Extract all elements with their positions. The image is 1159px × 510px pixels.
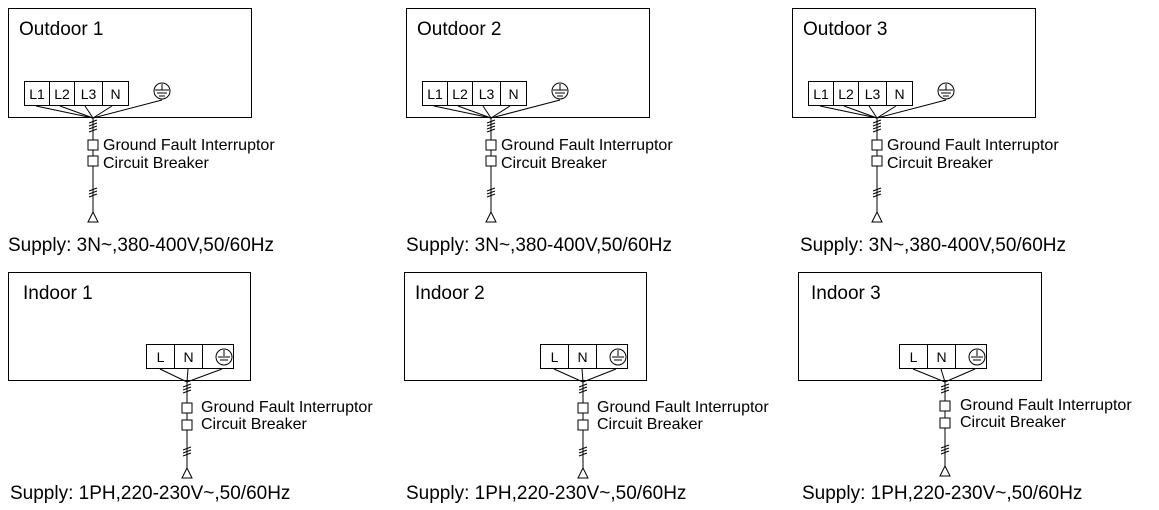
terminal-label: N: [508, 85, 519, 102]
terminal-block: L1 L2 L3 N: [24, 81, 129, 106]
breaker-box: [871, 155, 883, 167]
supply-label: Supply: 3N~,380-400V,50/60Hz: [8, 235, 275, 256]
terminal-label: L1: [423, 82, 448, 105]
terminal-label: L2: [834, 82, 859, 105]
ground-symbol-icon: [551, 82, 569, 100]
terminal-block: L1 L2 L3 N: [808, 81, 913, 106]
unit-title: Outdoor 1: [19, 19, 104, 40]
indoor-wiring-2: [553, 348, 627, 479]
gfi-label: Ground Fault Interruptor: [597, 399, 769, 416]
supply-arrow-icon: [181, 466, 193, 479]
gfi-box: [87, 139, 99, 151]
breaker-label: Circuit Breaker: [887, 155, 993, 172]
terminal-label: N: [110, 85, 121, 102]
cable-fan-in: [553, 368, 617, 383]
breaker-label: Circuit Breaker: [501, 155, 607, 172]
terminal-block: L N: [899, 344, 987, 369]
terminal-label: L3: [75, 82, 103, 105]
indoor-wiring-3: [912, 348, 986, 477]
unit-title: Indoor 1: [23, 283, 93, 304]
supply-arrow-icon: [87, 210, 99, 223]
terminal-label: L: [541, 345, 569, 368]
ground-symbol-icon: [968, 348, 986, 366]
supply-arrow-icon: [939, 464, 951, 477]
cable-fan-in: [159, 368, 223, 383]
gfi-label: Ground Fault Interruptor: [103, 137, 275, 154]
terminal-label: N: [175, 345, 203, 368]
indoor-unit-2: Indoor 2 L N: [404, 272, 647, 381]
supply-label: Supply: 1PH,220-230V~,50/60Hz: [802, 483, 1083, 504]
outdoor-wiring-3: [819, 82, 955, 223]
supply-arrow-icon: [485, 210, 497, 223]
supply-arrow-icon: [577, 466, 589, 479]
breaker-label: Circuit Breaker: [597, 416, 703, 433]
cable-fan-in: [819, 99, 947, 119]
breaker-label: Circuit Breaker: [960, 414, 1066, 431]
terminal-label: L1: [25, 82, 50, 105]
cable-fan-in: [912, 368, 976, 383]
ground-symbol-icon: [609, 348, 627, 366]
unit-title: Outdoor 3: [803, 19, 888, 40]
terminal-block: L1 L2 L3 N: [422, 81, 527, 106]
cable-fan-in: [35, 99, 163, 119]
outdoor-unit-3: Outdoor 3 L1 L2 L3 N: [792, 8, 1036, 118]
terminal-label: L3: [859, 82, 887, 105]
terminal-label: L: [900, 345, 928, 368]
indoor-unit-3: Indoor 3 L N: [798, 272, 1042, 381]
gfi-box: [871, 139, 883, 151]
ground-symbol-icon: [215, 348, 233, 366]
gfi-box: [485, 139, 497, 151]
breaker-box: [485, 155, 497, 167]
terminal-label: N: [894, 85, 905, 102]
supply-arrow-icon: [871, 210, 883, 223]
breaker-box: [181, 419, 193, 431]
indoor-wiring-1: [159, 348, 233, 479]
outdoor-wiring-1: [35, 82, 171, 223]
supply-label: Supply: 1PH,220-230V~,50/60Hz: [10, 483, 291, 504]
outdoor-unit-2: Outdoor 2 L1 L2 L3 N: [406, 8, 650, 118]
breaker-box: [577, 419, 589, 431]
gfi-box: [577, 402, 589, 414]
supply-label: Supply: 3N~,380-400V,50/60Hz: [406, 235, 673, 256]
breaker-label: Circuit Breaker: [103, 155, 209, 172]
gfi-box: [181, 402, 193, 414]
outdoor-wiring-2: [433, 82, 569, 223]
gfi-label: Ground Fault Interruptor: [887, 137, 1059, 154]
unit-title: Outdoor 2: [417, 19, 502, 40]
supply-label: Supply: 3N~,380-400V,50/60Hz: [800, 235, 1067, 256]
terminal-label: L: [147, 345, 175, 368]
indoor-unit-1: Indoor 1 L N: [8, 272, 251, 381]
breaker-box: [87, 155, 99, 167]
terminal-label: L1: [809, 82, 834, 105]
supply-label: Supply: 1PH,220-230V~,50/60Hz: [406, 483, 687, 504]
breaker-box: [939, 417, 951, 429]
gfi-label: Ground Fault Interruptor: [501, 137, 673, 154]
gfi-box: [939, 400, 951, 412]
gfi-label: Ground Fault Interruptor: [201, 399, 373, 416]
gfi-label: Ground Fault Interruptor: [960, 397, 1132, 414]
terminal-label: N: [928, 345, 956, 368]
terminal-label: N: [569, 345, 597, 368]
unit-title: Indoor 2: [415, 283, 485, 304]
ground-symbol-icon: [153, 82, 171, 100]
ground-symbol-icon: [937, 82, 955, 100]
outdoor-unit-1: Outdoor 1 L1 L2 L3 N: [8, 8, 252, 118]
breaker-label: Circuit Breaker: [201, 416, 307, 433]
cable-hash-marks: [88, 119, 98, 133]
terminal-label: L2: [448, 82, 473, 105]
terminal-label: L3: [473, 82, 501, 105]
unit-title: Indoor 3: [811, 283, 881, 304]
terminal-label: L2: [50, 82, 75, 105]
cable-fan-in: [433, 99, 561, 119]
